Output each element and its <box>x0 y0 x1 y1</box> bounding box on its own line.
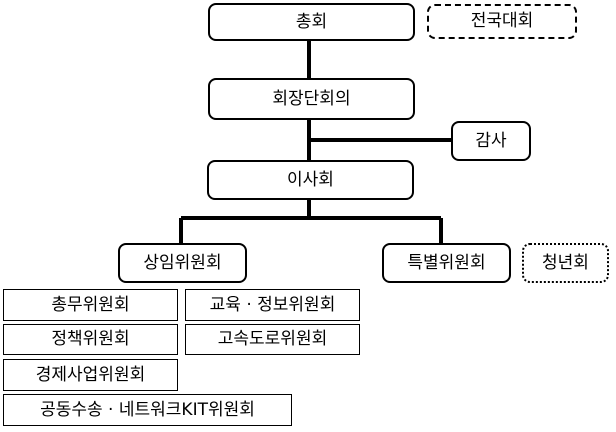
node-presidents-council: 회장단회의 <box>208 78 415 120</box>
node-label: 전국대회 <box>470 11 534 31</box>
node-special-committee: 특별위원회 <box>382 243 511 283</box>
node-label: 총회 <box>295 11 328 32</box>
node-label: 청년회 <box>542 252 589 273</box>
node-standing-committee: 상임위원회 <box>118 243 247 283</box>
committee-label: 경제사업위원회 <box>35 364 146 385</box>
committee-joint-transport: 공동수송 · 네트워크KIT위원회 <box>3 394 292 426</box>
committee-label: 교육 · 정보위원회 <box>209 294 336 315</box>
node-label: 회장단회의 <box>272 88 351 109</box>
committee-economic-business: 경제사업위원회 <box>3 359 178 391</box>
node-label: 특별위원회 <box>407 252 486 273</box>
node-auditor: 감사 <box>451 121 531 161</box>
node-label: 감사 <box>475 130 507 151</box>
node-youth-association: 청년회 <box>522 243 609 283</box>
node-general-assembly: 총회 <box>208 3 415 41</box>
node-label: 이사회 <box>287 169 334 190</box>
committee-expressway: 고속도로위원회 <box>185 324 360 355</box>
node-national-convention: 전국대회 <box>427 4 577 39</box>
node-board-of-directors: 이사회 <box>207 160 414 200</box>
committee-label: 총무위원회 <box>51 294 130 315</box>
committee-label: 고속도로위원회 <box>217 329 328 349</box>
committee-label: 정책위원회 <box>51 329 130 349</box>
committee-general-affairs: 총무위원회 <box>3 289 178 321</box>
committee-label: 공동수송 · 네트워크KIT위원회 <box>40 399 255 420</box>
committee-policy: 정책위원회 <box>3 324 178 355</box>
committee-education-info: 교육 · 정보위원회 <box>185 289 360 321</box>
node-label: 상임위원회 <box>143 252 222 273</box>
